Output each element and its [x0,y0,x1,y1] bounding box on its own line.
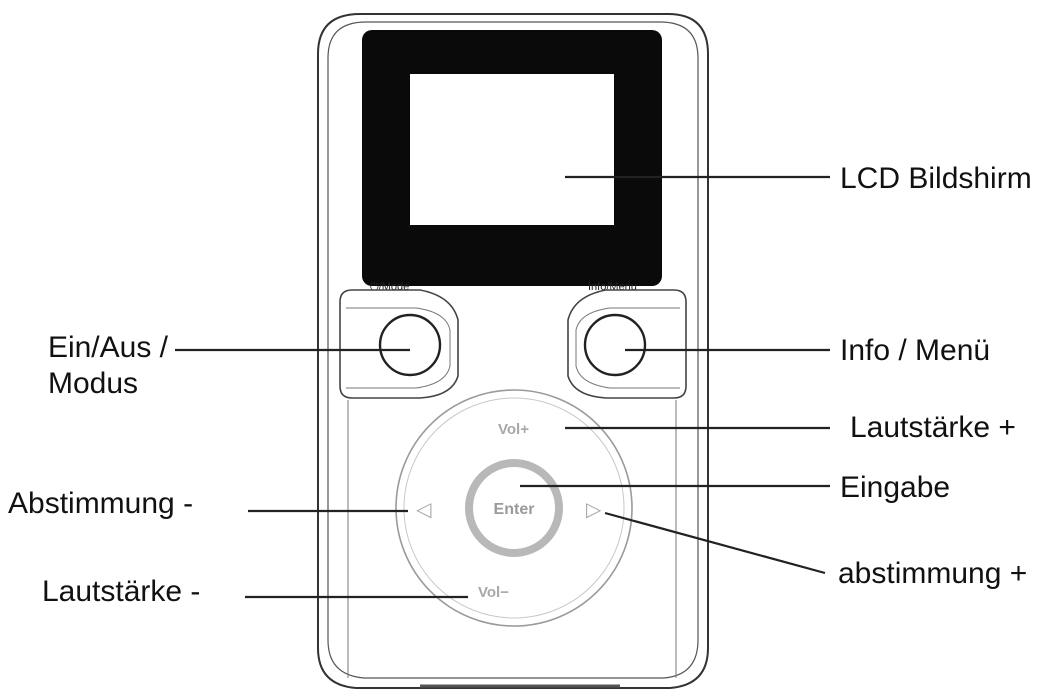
vol-down-button[interactable]: Vol− [478,584,509,601]
callout-volume-down: Lautstärke - [42,575,201,608]
right-button-housing [567,289,687,399]
left-button-housing [339,289,459,399]
dpad-ring-inner [403,397,625,619]
info-key-label: Info/Menu [588,281,637,293]
callout-info-menu: Info / Menü [840,334,991,367]
enter-button-label: Enter [494,501,535,518]
left-button-housing-inner [346,307,451,389]
device-body-inner [327,21,699,679]
lcd-screen [410,74,614,225]
info-menu-button[interactable] [583,313,647,377]
callout-volume-up: Lautstärke + [850,411,1016,444]
right-button-housing-inner [575,307,680,389]
callout-power-mode-line2: Modus [47,367,139,400]
callout-tune-down: Abstimmung - [8,487,194,520]
tune-left-button[interactable]: ◁ [415,497,432,521]
leader-tune-up [604,511,826,575]
tune-right-button[interactable]: ▷ [586,497,602,521]
vol-up-button[interactable]: Vol+ [498,421,529,438]
callout-lcd: LCD Bildshirm [840,162,1032,195]
power-mode-button[interactable] [378,313,442,377]
callout-enter: Eingabe [840,471,951,504]
mode-key-label: ⏻/Mode [370,281,409,293]
callout-power-mode-line1: Ein/Aus / [47,331,168,364]
callout-power-mode: Ein/Aus / Modus [18,330,168,402]
callout-tune-up: abstimmung + [838,557,1028,590]
